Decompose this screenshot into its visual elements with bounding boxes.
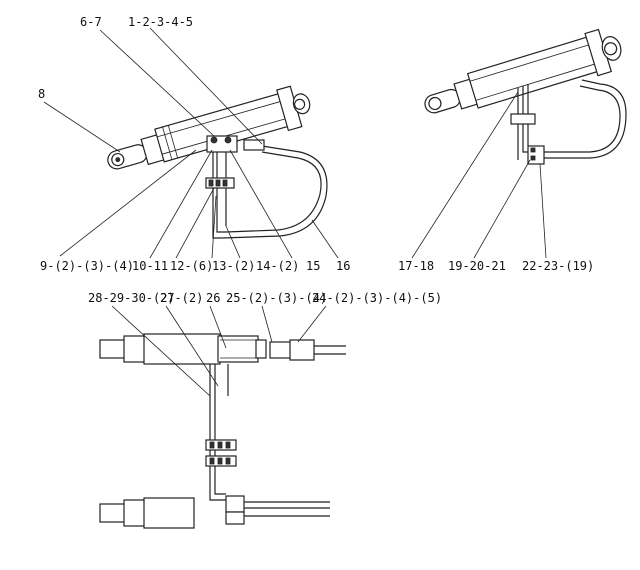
- label-26: 26: [206, 291, 220, 305]
- label-22: 22-23-(19): [522, 259, 594, 273]
- label-15: 15: [306, 259, 320, 273]
- view-right-cylinder: [411, 28, 627, 259]
- label-25: 25-(2)-(3)-(4): [226, 291, 327, 305]
- label-14: 14-(2): [256, 259, 299, 273]
- label-9: 9-(2)-(3)-(4): [40, 259, 134, 273]
- callout-labels: 6-7 1-2-3-4-5 8 9-(2)-(3)-(4) 10-11 12-(…: [38, 15, 594, 305]
- view-left-cylinder: [43, 27, 339, 259]
- label-19-21: 19-20-21: [448, 259, 506, 273]
- label-6-7: 6-7: [80, 15, 102, 29]
- label-13: 13-(2): [212, 259, 255, 273]
- label-24: 24-(2)-(3)-(4)-(5): [312, 291, 442, 305]
- label-10-11: 10-11: [132, 259, 168, 273]
- label-1-5: 1-2-3-4-5: [128, 15, 193, 29]
- label-17-18: 17-18: [398, 259, 434, 273]
- label-8: 8: [38, 87, 45, 101]
- label-16: 16: [336, 259, 350, 273]
- label-28: 28-29-30-(2): [88, 291, 175, 305]
- label-12: 12-(6): [170, 259, 213, 273]
- label-27: 27-(2): [160, 291, 203, 305]
- view-bottom-assembly: [99, 305, 346, 529]
